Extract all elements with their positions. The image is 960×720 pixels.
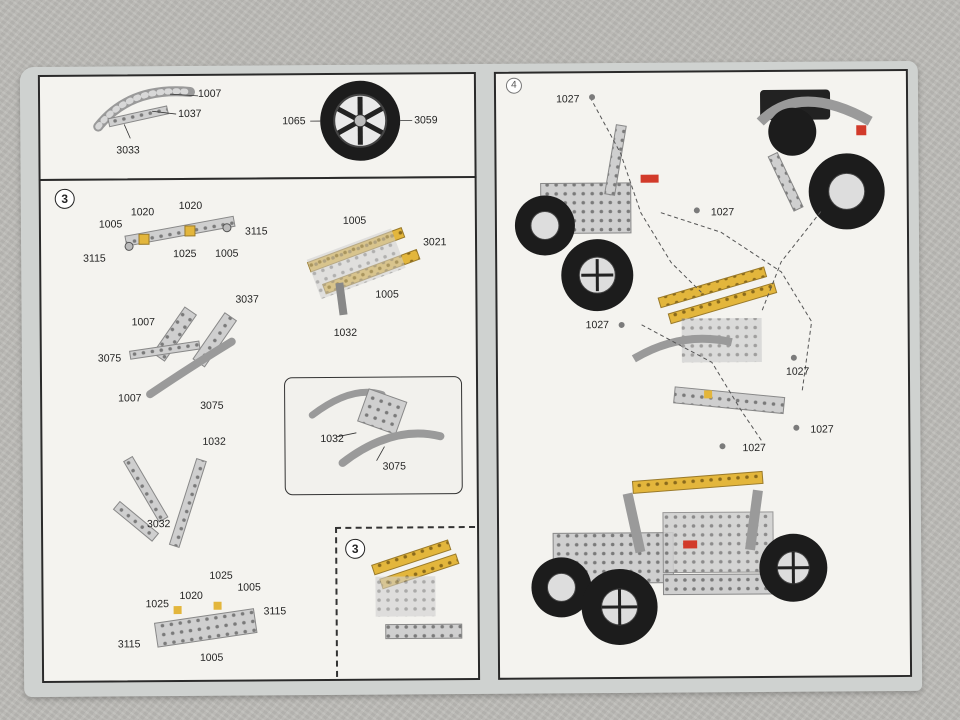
part-label: 3021	[423, 236, 447, 249]
part-label: 1025	[173, 247, 197, 261]
step-number-4: 4	[505, 77, 523, 94]
screw-label: 1027	[742, 441, 766, 455]
part-label: 3115	[83, 252, 106, 265]
part-label: 3115	[263, 605, 287, 618]
part-label: 3037	[235, 293, 259, 306]
final-buggy-art	[531, 470, 828, 645]
part-label: 1007	[197, 87, 222, 100]
part-label: 1007	[118, 392, 142, 405]
result-step-number-3: 3	[345, 538, 366, 559]
part-label: 1005	[98, 218, 123, 231]
part-label: 1032	[333, 326, 358, 339]
part-label: 3032	[146, 518, 171, 531]
part-label: 1020	[130, 206, 155, 219]
part-label: 1025	[145, 598, 169, 611]
flat-plate-part	[153, 601, 258, 648]
result-assembly-art	[371, 539, 463, 640]
part-label: 1005	[215, 247, 239, 260]
part-label: 1032	[320, 432, 344, 446]
inset-detail-art	[308, 388, 445, 467]
v-bracket-part	[112, 455, 207, 549]
screw-label: 1027	[710, 206, 735, 219]
part-label: 1020	[178, 199, 203, 213]
screw-label: 1027	[810, 423, 834, 436]
screw-markers	[589, 94, 800, 450]
part-label: 3075	[200, 399, 224, 412]
part-label: 3075	[97, 352, 122, 365]
part-label: 1005	[342, 214, 367, 227]
part-label: 3033	[116, 144, 140, 157]
part-label: 1020	[179, 589, 203, 603]
gold-plates-part	[306, 227, 421, 316]
part-label: 1005	[199, 651, 224, 664]
part-label: 1007	[131, 316, 155, 329]
screw-label: 1027	[556, 93, 580, 106]
mid-assembly-art	[631, 266, 786, 415]
part-label: 3115	[244, 225, 268, 238]
bracket-assembly-part	[129, 306, 238, 399]
assembly-guide-lines	[589, 96, 822, 443]
part-label: 1005	[375, 288, 399, 301]
part-label: 1037	[178, 107, 202, 121]
roll-cage-wheels-art	[756, 89, 885, 230]
part-label: 1025	[209, 569, 233, 582]
part-label: 1065	[282, 115, 306, 128]
curved-strip-part	[93, 86, 199, 139]
strip-with-spacers-part	[124, 215, 236, 251]
part-label: 1005	[237, 581, 261, 594]
screw-label: 1027	[785, 365, 810, 378]
assembly-artwork	[93, 80, 885, 648]
part-label: 3059	[414, 114, 438, 127]
part-label: 3075	[382, 460, 407, 473]
part-label: 3115	[117, 638, 141, 651]
part-label: 1032	[202, 435, 226, 448]
step-number-3: 3	[54, 188, 75, 209]
chassis-front-art	[514, 124, 659, 312]
screw-label: 1027	[585, 319, 610, 332]
wheel-part	[310, 80, 413, 161]
instruction-sheet: 1007 1037 3033 1065 3059 3 1020 1020 100…	[19, 60, 923, 698]
